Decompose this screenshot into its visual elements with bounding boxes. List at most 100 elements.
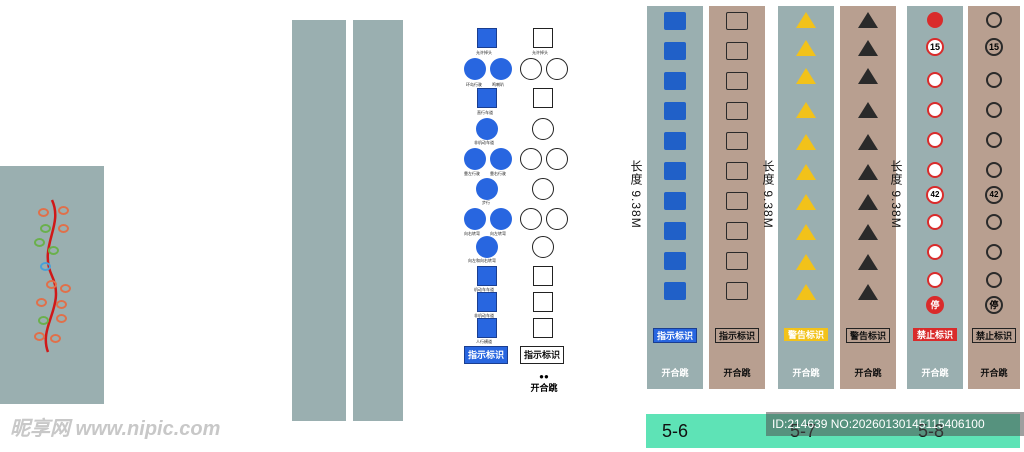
strip-foot-text: 开合跳 <box>980 368 1008 378</box>
outline-circle-icon <box>532 236 554 258</box>
speed-limit-outline-icon: 15 <box>985 38 1003 56</box>
outline-circle-icon <box>520 148 542 170</box>
sign-label: 靠右行驶 <box>490 171 506 176</box>
outline-square-icon <box>726 252 748 270</box>
turn-left-sign-icon <box>490 208 512 230</box>
footprint-icon <box>40 224 51 233</box>
warning-outline-icon <box>858 40 878 56</box>
outline-square-icon <box>726 42 748 60</box>
strip-foot-text: 开合跳 <box>921 368 949 378</box>
u-turn-sign-icon <box>477 28 497 48</box>
page-label: 5-6 <box>662 421 689 441</box>
warning-outline-icon <box>858 134 878 150</box>
gray-bar-right <box>353 20 403 421</box>
left-right-turn-sign-icon <box>664 222 686 240</box>
sign-label: 人行横道 <box>476 339 492 344</box>
warning-sign-icon <box>796 224 816 240</box>
motor-lane-sign-icon <box>477 266 497 286</box>
prohibition-sign-icon <box>927 102 943 118</box>
outline-indicator-button: 指示标识 <box>520 346 564 364</box>
horn-sign-icon <box>490 58 512 80</box>
outline-circle-icon <box>986 244 1002 260</box>
stop-outline-icon: 停 <box>985 296 1003 314</box>
u-turn-sign-icon <box>664 12 686 30</box>
warning-sign-icon <box>796 284 816 300</box>
open-jump-text: 开合跳 <box>530 383 558 393</box>
warning-outline-icon <box>858 254 878 270</box>
strip-warning-yellow: 警告标识 开合跳 <box>778 6 834 389</box>
no-entry-sign-icon <box>927 12 943 28</box>
strip-prohibition-red: 15 42 停 禁止标识 开合跳 <box>907 6 963 389</box>
straight-lane-sign-icon <box>477 88 497 108</box>
no-u-turn-sign-icon <box>927 132 943 148</box>
footprints-icon: ●● <box>539 372 549 381</box>
sign-label: 机动车车道 <box>474 287 494 292</box>
motor-lane-sign-icon <box>664 252 686 270</box>
warning-outline-icon <box>858 68 878 84</box>
outline-circle-icon <box>520 208 542 230</box>
keep-left-sign-icon <box>464 148 486 170</box>
footprint-icon <box>34 332 45 341</box>
straight-lane-sign-icon <box>664 72 686 90</box>
footprint-icon <box>46 280 57 289</box>
outline-circle-icon <box>532 178 554 200</box>
outline-square-icon <box>533 88 553 108</box>
footprint-icon <box>60 284 71 293</box>
stop-sign-icon: 停 <box>926 296 944 314</box>
crosswalk-sign-icon <box>664 282 686 300</box>
outline-circle-icon <box>986 214 1002 230</box>
strip-foot-text: 开合跳 <box>661 368 689 378</box>
keep-left-sign-icon <box>664 132 686 150</box>
warning-outline-icon <box>858 12 878 28</box>
outline-circle-icon <box>546 208 568 230</box>
outline-circle-icon <box>986 132 1002 148</box>
sign-label: 允许掉头 <box>476 50 492 55</box>
sign-label: 鸣喇叭 <box>492 82 504 87</box>
outline-square-icon <box>533 292 553 312</box>
strip-title: 指示标识 <box>653 328 697 343</box>
non-motor-lane-sign-icon <box>477 292 497 312</box>
outline-circle-icon <box>532 118 554 140</box>
speed-limit-sign-icon: 15 <box>926 38 944 56</box>
warning-outline-icon <box>858 284 878 300</box>
warning-outline-icon <box>858 102 878 118</box>
outline-circle-icon <box>546 148 568 170</box>
outline-square-icon <box>726 12 748 30</box>
strip-foot-text: 开合跳 <box>723 368 751 378</box>
sign-label: 允许掉头 <box>532 50 548 55</box>
outline-sign-column: 允许掉头 <box>520 28 575 368</box>
no-pedestrian-sign-icon <box>927 244 943 260</box>
warning-sign-icon <box>796 254 816 270</box>
footprint-icon <box>48 246 59 255</box>
turn-right-sign-icon <box>464 208 486 230</box>
keep-right-sign-icon <box>490 148 512 170</box>
no-motor-sign-icon <box>927 162 943 178</box>
strip-indicator-outline: 指示标识 开合跳 <box>709 6 765 389</box>
bicycle-sign-icon <box>476 118 498 140</box>
roundabout-sign-icon <box>664 42 686 60</box>
outline-square-icon <box>533 28 553 48</box>
sign-label: 向右转弯 <box>464 231 480 236</box>
outline-square-icon <box>726 102 748 120</box>
warning-sign-icon <box>796 164 816 180</box>
outline-square-icon <box>726 72 748 90</box>
strip-prohibition-outline: 15 42 停 禁止标识 开合跳 <box>968 6 1020 389</box>
footprint-panel <box>0 166 104 404</box>
roundabout-sign-icon <box>464 58 486 80</box>
outline-circle-icon <box>546 58 568 80</box>
warning-sign-icon <box>796 102 816 118</box>
strip-title: 禁止标识 <box>913 328 957 341</box>
strip-title: 指示标识 <box>715 328 759 343</box>
footprint-icon <box>34 238 45 247</box>
prohibition-sign-icon <box>927 214 943 230</box>
sign-label: 向左转弯 <box>490 231 506 236</box>
prohibition-sign-icon <box>927 272 943 288</box>
length-label: 长度 9.38M <box>629 160 643 229</box>
footprint-icon <box>36 298 47 307</box>
warning-outline-icon <box>858 164 878 180</box>
warning-sign-icon <box>796 40 816 56</box>
footprint-icon <box>50 334 61 343</box>
blue-sign-column: 允许掉头 环岛行驶 鸣喇叭 直行车道 非机动车道 靠左行驶 靠右行驶 步行 向右… <box>460 28 515 368</box>
length-label: 长度 9.38M <box>889 160 903 229</box>
turn-sign-icon <box>664 192 686 210</box>
